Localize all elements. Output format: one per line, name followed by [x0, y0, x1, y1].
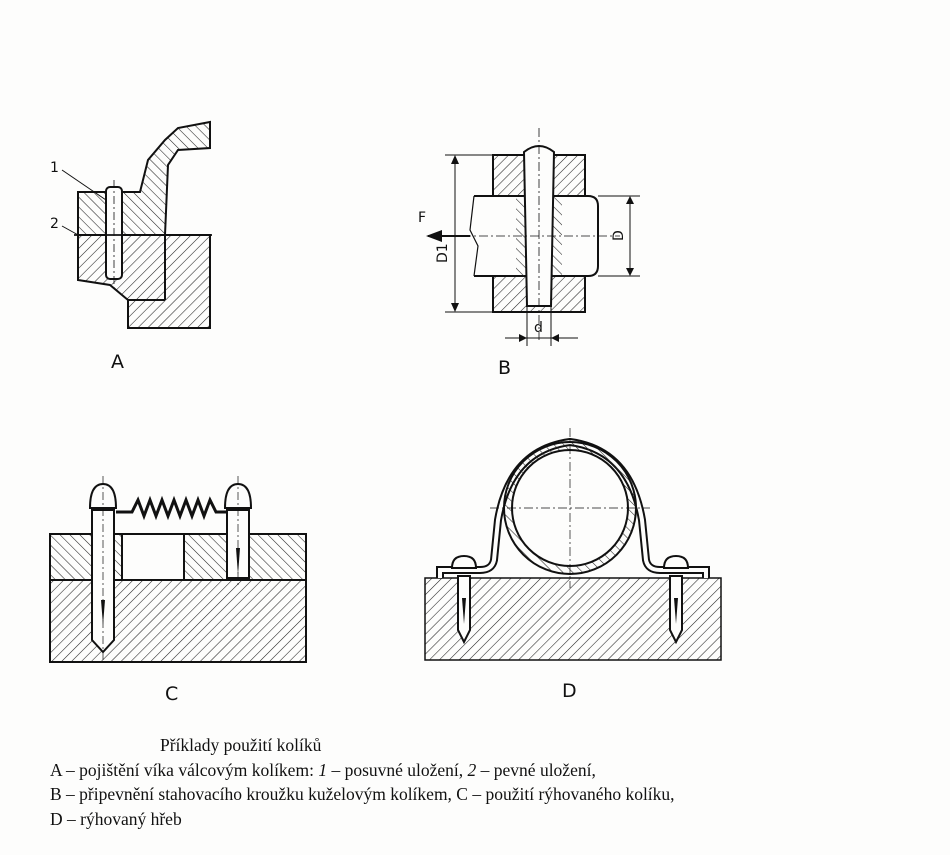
caption-line-a: A – pojištění víka válcovým kolíkem: 1 –…: [50, 759, 596, 780]
panel-label-c: C: [165, 683, 178, 705]
cover-upper: [77, 120, 211, 236]
panel-label-d: D: [562, 680, 577, 702]
callout-2: 2: [50, 216, 59, 232]
spring: [116, 495, 227, 521]
housing-lower: [77, 234, 211, 329]
panel-c: C: [49, 476, 307, 705]
label-d1: D1: [435, 243, 451, 263]
panel-label-a: A: [111, 351, 124, 373]
panel-label-b: B: [498, 357, 511, 379]
panel-b: F D D1 d B: [418, 128, 640, 379]
technical-figure: 1 2 A F D D1: [49, 120, 722, 705]
callout-1: 1: [50, 160, 59, 176]
caption-line-b: B – připevnění stahovacího kroužku kužel…: [50, 784, 675, 804]
grooved-pin-left: [91, 509, 115, 654]
label-d-pin: d: [534, 320, 543, 336]
panel-d: D: [424, 428, 722, 702]
grooved-nail-right: [662, 554, 690, 569]
panel-a: 1 2 A: [50, 120, 212, 373]
grooved-nail-left: [450, 554, 478, 569]
figure-caption: Příklady použití kolíků A – pojištění ví…: [50, 733, 950, 831]
label-d-outer: D: [611, 230, 627, 241]
label-force: F: [418, 210, 426, 226]
base-block: [49, 579, 307, 663]
caption-line-d: D – rýhovaný hřeb: [50, 808, 182, 829]
caption-title: Příklady použití kolíků: [160, 735, 322, 755]
